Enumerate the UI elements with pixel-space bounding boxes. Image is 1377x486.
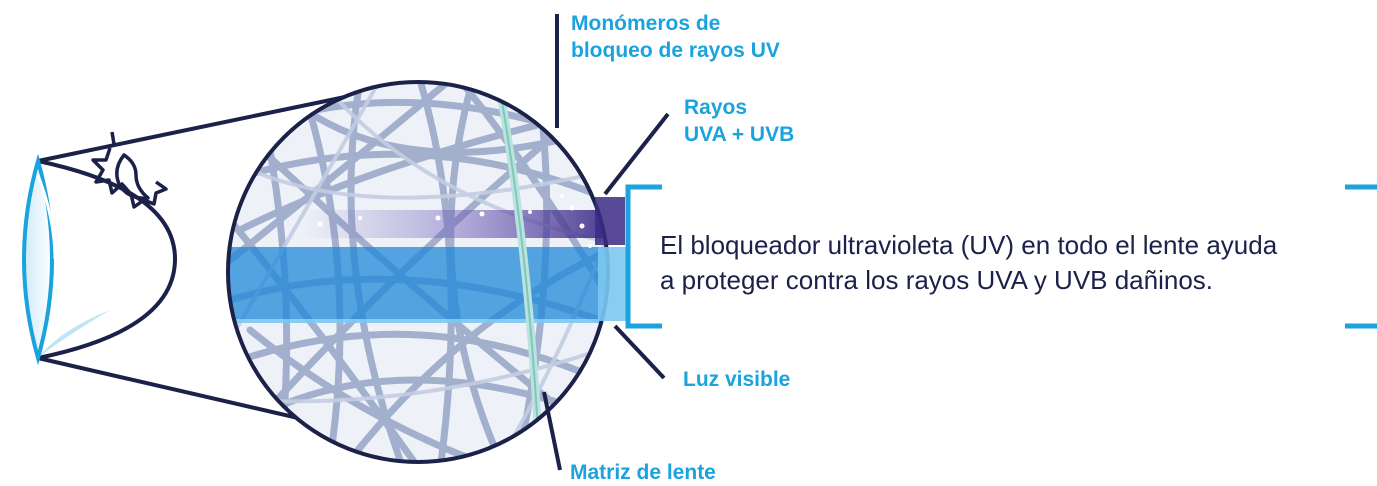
sun-icon bbox=[91, 131, 168, 209]
uv-ray-beam bbox=[595, 197, 625, 245]
magnifier-cone-top-line bbox=[37, 95, 346, 163]
uva-uvb-rays-label-line1: Rayos bbox=[684, 96, 748, 119]
rays-leader-line bbox=[603, 112, 670, 196]
uv-protection-description: El bloqueador ultravioleta (UV) en todo … bbox=[660, 228, 1360, 298]
visible-light-label: Luz visible bbox=[683, 368, 791, 391]
description-line-2: a proteger contra los rayos UVA y UVB da… bbox=[660, 265, 1214, 295]
uv-blocking-monomers-label-line1: Monómeros de bbox=[571, 12, 721, 35]
lens-matrix-label: Matriz de lente bbox=[570, 461, 716, 484]
uv-blocking-monomers-label: Monómeros de bloqueo de rayos UV bbox=[571, 10, 780, 64]
uva-uvb-rays-label-line2: UVA + UVB bbox=[684, 123, 795, 146]
matrix-leader-line bbox=[542, 391, 562, 471]
visible-light-beam bbox=[598, 247, 626, 321]
uv-blocking-monomers-label-line2: bloqueo de rayos UV bbox=[571, 39, 780, 62]
visible-light-leader-line bbox=[613, 324, 666, 380]
lens-matrix-magnified-view bbox=[226, 80, 610, 464]
description-line-1: El bloqueador ultravioleta (UV) en todo … bbox=[660, 230, 1278, 260]
description-bracket bbox=[625, 184, 1377, 329]
uva-uvb-rays-label: Rayos UVA + UVB bbox=[684, 94, 794, 148]
contact-lens-icon bbox=[22, 153, 178, 366]
